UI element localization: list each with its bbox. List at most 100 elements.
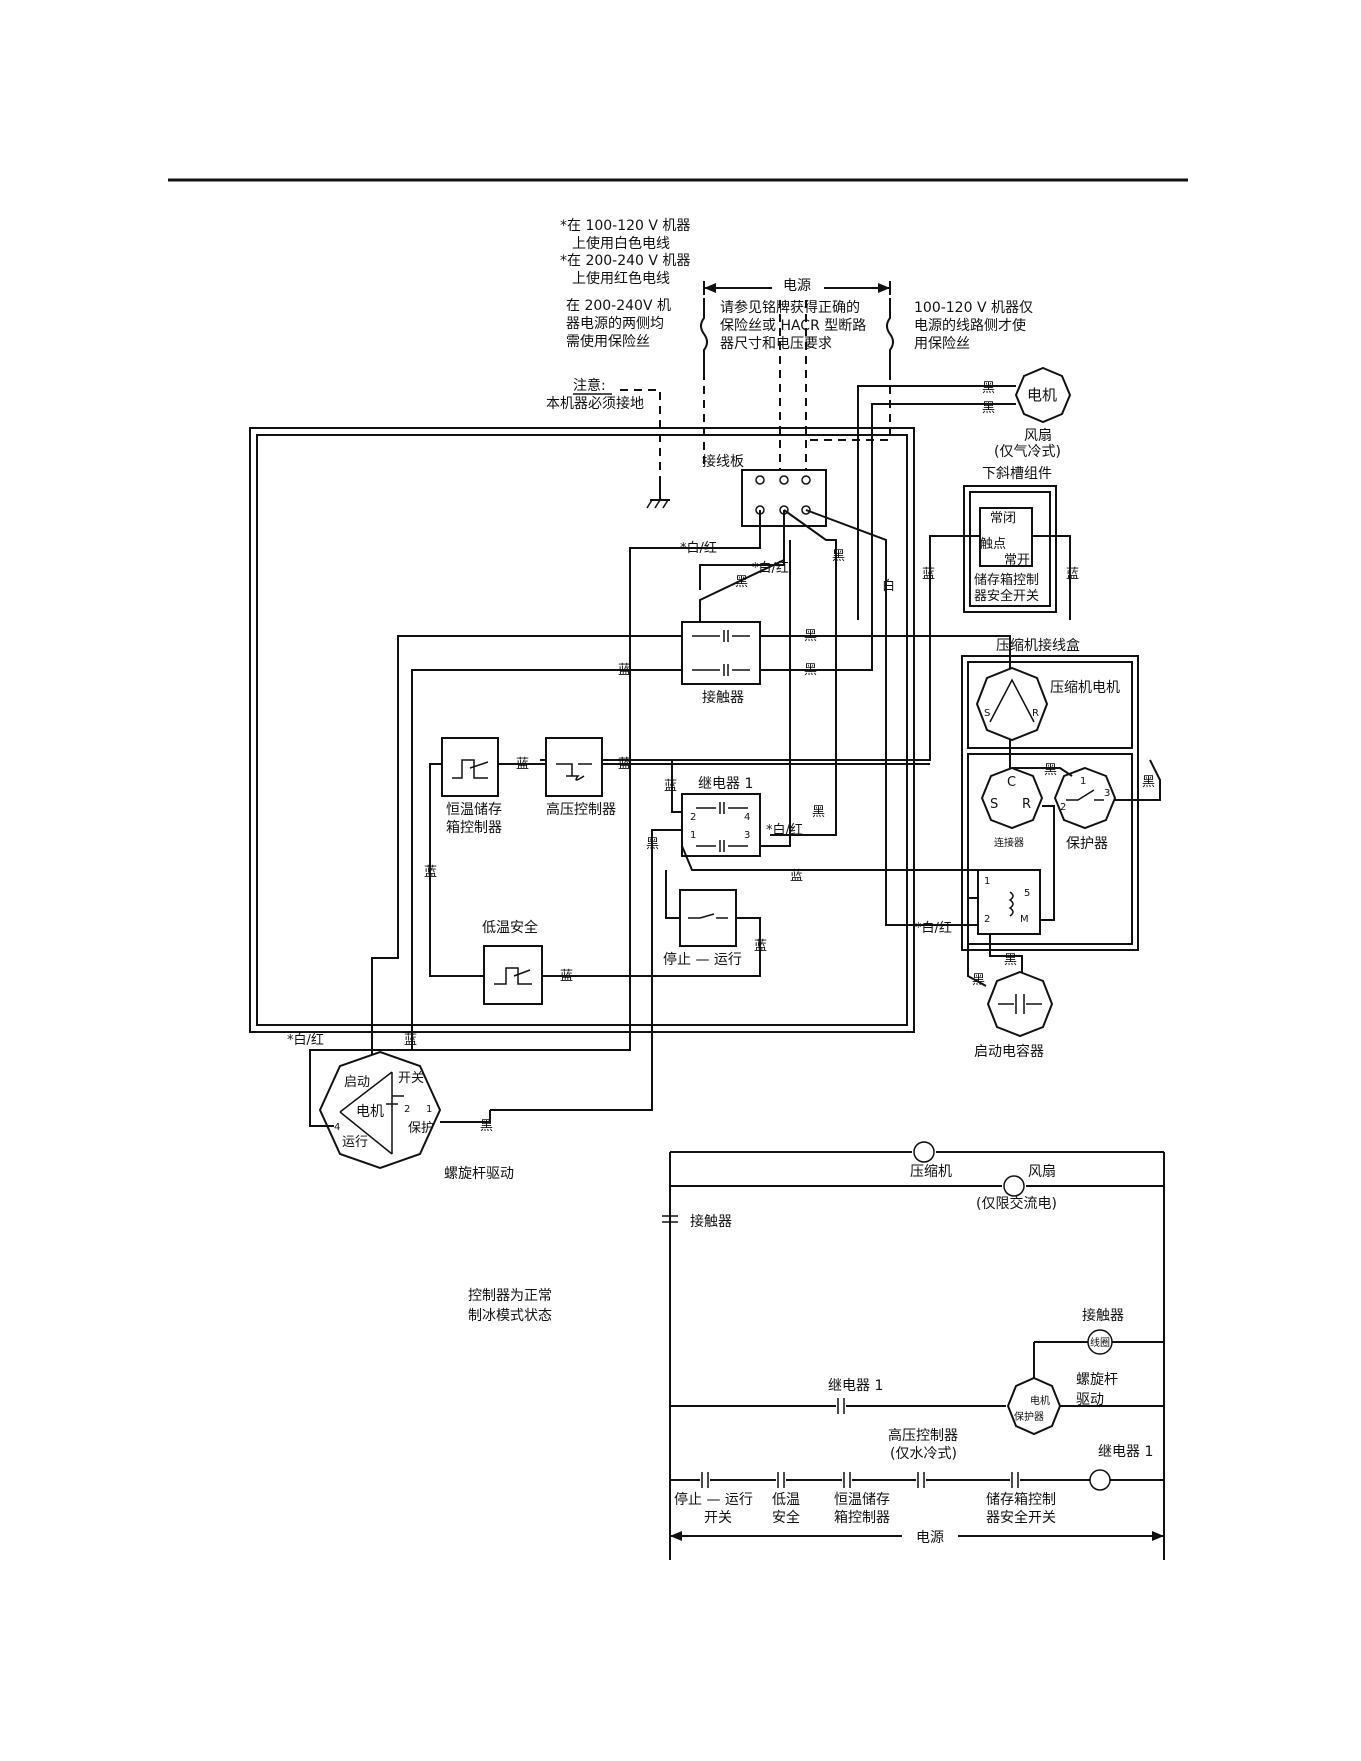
contactor-label: 接触器 xyxy=(702,689,744,706)
auger-pin-4: 4 xyxy=(334,1122,340,1133)
compressor-junction-box xyxy=(961,655,1139,951)
relay-pin-m: M xyxy=(1020,914,1029,925)
tb-wire-white: 白 xyxy=(882,578,895,594)
ladder-contactor-coil-label: 接触器 xyxy=(1082,1307,1124,1324)
start-capacitor xyxy=(986,970,1054,1038)
auger-run-label: 运行 xyxy=(342,1135,368,1150)
auger-wire-black: 黑 xyxy=(480,1119,493,1134)
relay-pin-5: 5 xyxy=(1024,888,1030,899)
comp-wire-black-r: 黑 xyxy=(1142,775,1155,790)
low-temp-safety xyxy=(483,945,543,1005)
auger-wire-blue: 蓝 xyxy=(404,1033,417,1048)
relay1-pin-4: 4 xyxy=(744,812,750,823)
protector-pin-2: 2 xyxy=(1060,802,1066,813)
ladder-stop-run-line2: 开关 xyxy=(704,1510,732,1526)
contactor-wire-blue: 蓝 xyxy=(618,663,631,678)
ladder-stop-run-contact-icon xyxy=(701,1472,709,1488)
start-relay xyxy=(977,869,1041,935)
chute-wire-blue-r: 蓝 xyxy=(1066,567,1079,582)
protector-pin-3: 3 xyxy=(1104,788,1110,799)
contactor-coil-tag: 线圈 xyxy=(1090,1336,1110,1349)
comp-wire-black-c: 黑 xyxy=(1044,763,1057,778)
state-note-line2: 制冰模式状态 xyxy=(468,1308,552,1324)
connector-pin-c: C xyxy=(1007,775,1016,790)
ladder-auger-motor-icon xyxy=(1006,1376,1062,1436)
thermostat-icon xyxy=(452,759,489,779)
protector xyxy=(1053,766,1117,830)
thermo-wire-blue: 蓝 xyxy=(516,757,529,772)
ladder-bin-safety-line2: 器安全开关 xyxy=(986,1509,1056,1526)
note-fuse-line-side-line3: 用保险丝 xyxy=(914,336,970,352)
note-100-120-line2: 上使用白色电线 xyxy=(572,235,670,252)
high-pressure-label: 高压控制器 xyxy=(546,801,616,818)
relay1-pin-3: 3 xyxy=(744,830,750,841)
power-span-arrow: 电源 xyxy=(703,274,891,295)
note-fuse-both-line3: 需使用保险丝 xyxy=(566,333,650,350)
relay1-wire-white-red: *白/红 xyxy=(766,822,803,838)
compressor-box-label: 压缩机接线盒 xyxy=(996,637,1080,654)
ladder-hp-line2: (仅水冷式) xyxy=(890,1446,957,1462)
high-pressure-control xyxy=(545,737,603,797)
contactor xyxy=(681,621,761,685)
ladder-protector-label: 保护器 xyxy=(1014,1410,1044,1423)
comp-pin-r: R xyxy=(1032,708,1039,719)
ladder-relay1-label: 继电器 1 xyxy=(828,1378,883,1394)
relay1-wire-blue-bottom: 蓝 xyxy=(790,869,803,884)
tb-wire-black: 黑 xyxy=(832,549,845,564)
bin-thermostat-line1: 恒温储存 xyxy=(446,802,502,818)
protector-pin-1: 1 xyxy=(1080,776,1086,787)
contactor-wire-black-b: 黑 xyxy=(804,663,817,678)
terminal-board-label: 接线板 xyxy=(702,453,744,470)
connector-pin-s: S xyxy=(990,797,998,812)
contactor-wire-black-top: 黑 xyxy=(735,575,748,590)
relay1-wire-black: 黑 xyxy=(812,805,825,820)
note-fuse-line-side-line1: 100-120 V 机器仅 xyxy=(914,300,1033,316)
ladder-contactor-label: 接触器 xyxy=(690,1213,732,1230)
chute-switch-line1: 储存箱控制 xyxy=(974,572,1039,588)
ladder-bin-safety-line1: 储存箱控制 xyxy=(986,1492,1056,1508)
chute-no: 常开 xyxy=(1004,553,1030,568)
machine-enclosure xyxy=(249,427,915,1033)
thermo-wire-blue-down: 蓝 xyxy=(424,865,437,880)
ladder-fan-label: 风扇 xyxy=(1028,1164,1056,1180)
protector-label: 保护器 xyxy=(1066,836,1108,852)
comp-pin-s: S xyxy=(984,708,990,719)
note-fuse-both-line2: 器电源的两侧均 xyxy=(566,316,664,332)
relay-coil-icon xyxy=(1008,891,1014,917)
cap-wire-white-red: *白/红 xyxy=(915,920,952,936)
fan-motor: 电机 xyxy=(1014,366,1072,424)
ladder-auger-line2: 驱动 xyxy=(1076,1392,1104,1408)
tb-wire-white-red: *白/红 xyxy=(680,540,717,556)
fan-wire-black-1: 黑 xyxy=(982,381,995,396)
relay1-pin-2: 2 xyxy=(690,812,696,823)
ground-note-line1: 注意: xyxy=(573,377,606,394)
note-nameplate-line2: 保险丝或 HACR 型断路 xyxy=(720,318,866,334)
fan-wire-black-2: 黑 xyxy=(982,401,995,416)
relay-pin-2: 2 xyxy=(984,914,990,925)
auger-switch-label: 开关 xyxy=(398,1071,424,1086)
contactor-wire-black-a: 黑 xyxy=(804,629,817,644)
ground-icon xyxy=(646,480,670,509)
pressure-icon xyxy=(556,763,592,781)
fan-label-line2: (仅气冷式) xyxy=(994,444,1061,460)
fan-label-line1: 风扇 xyxy=(1024,428,1052,444)
note-100-120-line1: *在 100-120 V 机器 xyxy=(560,218,690,234)
compressor-motor xyxy=(975,666,1049,742)
hp-wire-blue: 蓝 xyxy=(618,757,631,772)
state-note-line1: 控制器为正常 xyxy=(468,1288,552,1304)
chute-assembly-label: 下斜槽组件 xyxy=(982,466,1052,482)
low-temp-icon xyxy=(494,967,532,985)
ground-note-line2: 本机器必须接地 xyxy=(546,395,644,412)
compressor-motor-label: 压缩机电机 xyxy=(1050,680,1120,696)
ladder-hp-line1: 高压控制器 xyxy=(888,1427,958,1444)
note-200-240-line1: *在 200-240 V 机器 xyxy=(560,253,690,269)
relay1-contacts-icon xyxy=(696,802,748,852)
ladder-low-temp-line2: 安全 xyxy=(772,1509,800,1526)
chute-wire-blue-l: 蓝 xyxy=(922,567,935,582)
ladder-diagram: 压缩机 风扇 (仅限交流电) 接触器 控制器为正常 制冰模式状态 接触器 线圈 … xyxy=(468,1141,1165,1560)
relay1-wire-black-down: 黑 xyxy=(646,837,659,852)
ladder-bin-thermo-line2: 箱控制器 xyxy=(834,1510,890,1526)
ladder-motor-label: 电机 xyxy=(1030,1394,1050,1407)
note-200-240-line2: 上使用红色电线 xyxy=(572,270,670,287)
chute-contact: 触点 xyxy=(980,537,1006,552)
